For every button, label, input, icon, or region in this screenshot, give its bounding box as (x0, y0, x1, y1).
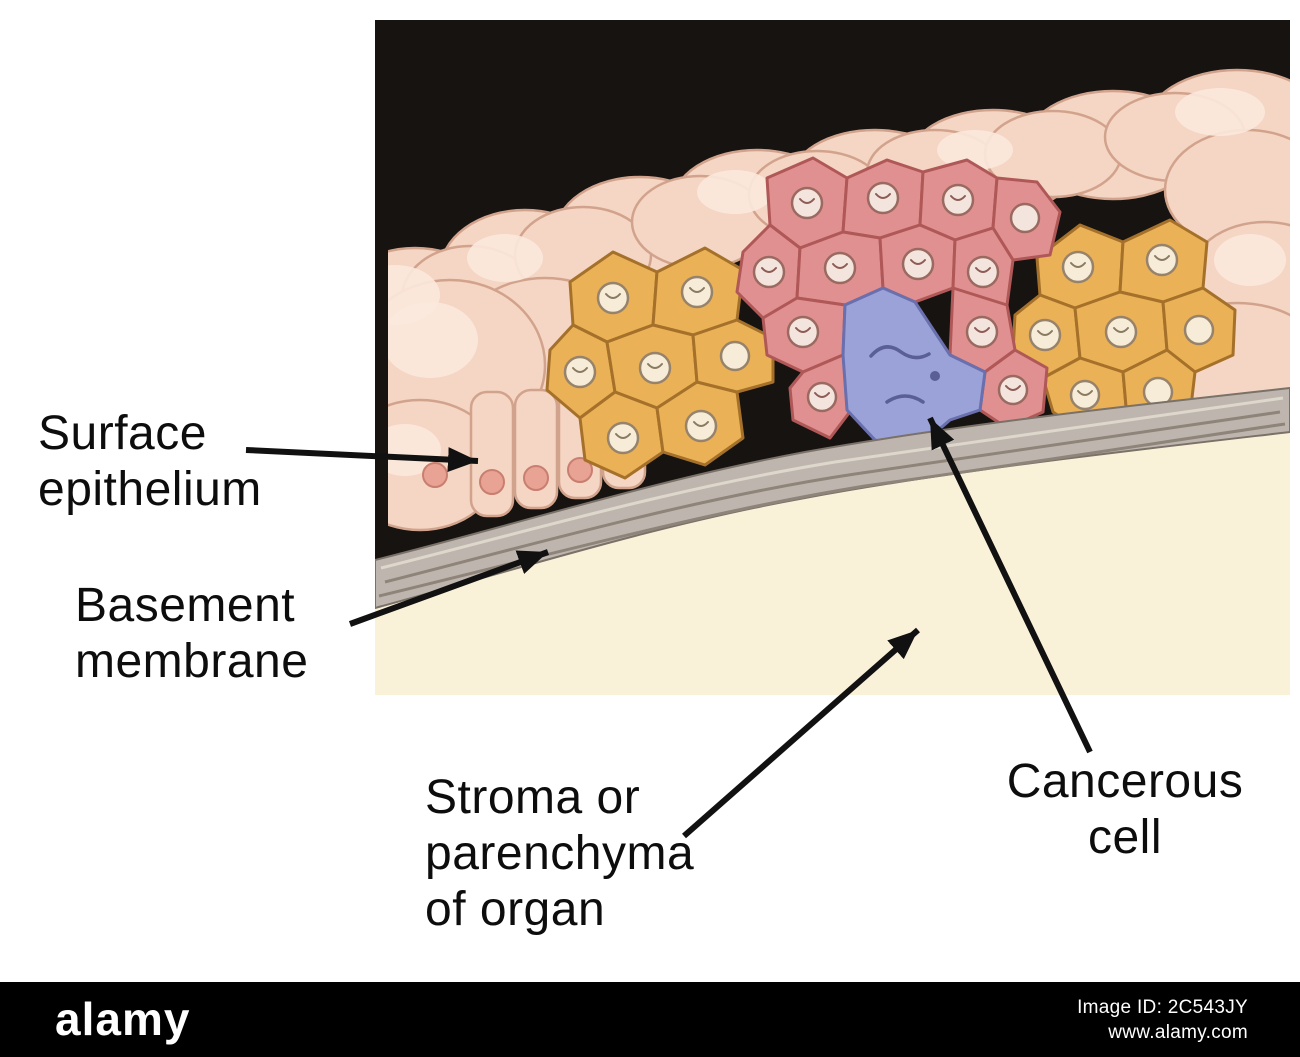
label-cancerous-cell-line2: cell (1087, 811, 1163, 864)
carcinoma-cells (735, 156, 1062, 440)
label-surface-epithelium-line1: Surface (38, 407, 207, 460)
dysplastic-cells-left (545, 246, 775, 480)
label-surface-epithelium-line2: epithelium (38, 463, 262, 516)
watermark-url: www.alamy.com (1108, 1021, 1248, 1043)
alamy-logo: alamy (55, 993, 191, 1045)
cancerous-cell-shape (841, 286, 987, 452)
watermark-info: Image ID: 2C543JY www.alamy.com (1077, 995, 1248, 1045)
label-cancerous-cell: Cancerous cell (985, 754, 1265, 866)
label-stroma-line1: Stroma or (425, 771, 641, 824)
label-stroma-line3: of organ (425, 883, 606, 936)
label-basement-membrane: Basement membrane (75, 578, 308, 690)
label-basement-membrane-line1: Basement (75, 579, 296, 632)
label-surface-epithelium: Surface epithelium (38, 406, 262, 518)
tissue-illustration-svg (375, 20, 1290, 695)
label-cancerous-cell-line1: Cancerous (1006, 755, 1244, 808)
label-stroma: Stroma or parenchyma of organ (425, 770, 694, 938)
label-stroma-line2: parenchyma (425, 827, 695, 880)
tissue-illustration (375, 20, 1290, 695)
label-basement-membrane-line2: membrane (75, 635, 309, 688)
watermark-bar: alamy Image ID: 2C543JY www.alamy.com (0, 982, 1300, 1057)
left-edge-shadow (375, 20, 388, 560)
watermark-image-id: Image ID: 2C543JY (1077, 996, 1248, 1018)
